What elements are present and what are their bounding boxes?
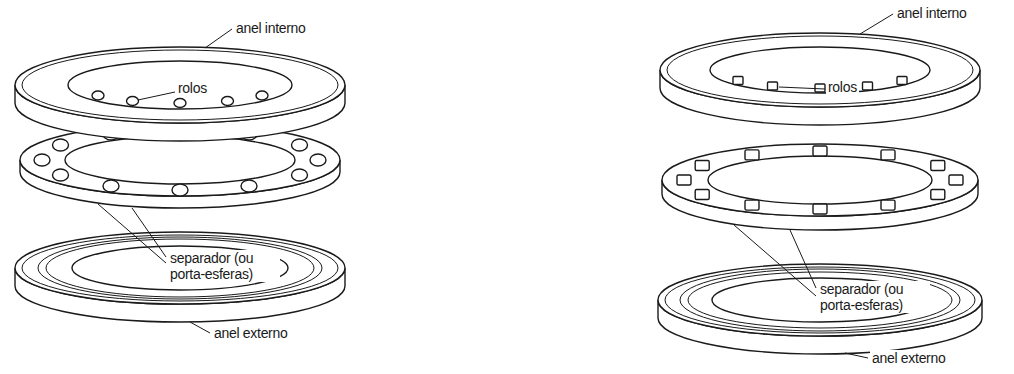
cage-rollers — [881, 200, 895, 210]
outer-ring — [658, 264, 982, 354]
ball-cage — [65, 136, 295, 184]
cage-rollers — [677, 146, 963, 214]
leader-line — [779, 87, 825, 89]
outer-ring — [658, 264, 982, 336]
visible-balls — [222, 97, 234, 106]
part-label: rolos — [826, 79, 859, 95]
outer-ring — [688, 272, 952, 328]
inner-ring — [15, 47, 345, 123]
leader-line — [98, 204, 166, 263]
leader-line — [734, 225, 816, 296]
inner-ring — [68, 61, 292, 109]
outer-ring — [665, 267, 975, 333]
cage-rollers — [813, 146, 827, 156]
leader-line — [845, 353, 868, 358]
outer-ring — [22, 235, 338, 301]
outer-ring — [680, 269, 960, 331]
part-label: rolos — [176, 80, 209, 96]
cage-balls — [53, 139, 69, 151]
visible-rollers — [733, 77, 743, 85]
outer-ring — [72, 246, 288, 290]
part-label: anel interno — [895, 5, 969, 21]
leader-line — [190, 322, 210, 333]
cage-rollers — [695, 190, 709, 200]
leader-line — [205, 29, 232, 48]
visible-balls — [127, 97, 139, 106]
visible-balls — [256, 91, 268, 100]
outer-ring — [38, 237, 322, 299]
cage-rollers — [677, 175, 691, 185]
leader-line — [790, 230, 816, 288]
cage-balls — [292, 169, 308, 181]
cage-rollers — [745, 150, 759, 160]
roller-cage — [662, 144, 978, 230]
inner-ring — [667, 36, 973, 104]
cage-rollers — [881, 150, 895, 160]
part-label: anel externo — [212, 325, 289, 341]
inner-ring — [22, 50, 338, 120]
inner-ring — [660, 33, 980, 107]
outer-ring — [46, 239, 314, 297]
cage-rollers — [931, 190, 945, 200]
cage-rollers — [813, 204, 827, 214]
leader-line — [138, 92, 175, 100]
inner-ring — [710, 47, 930, 93]
inner-ring — [660, 33, 980, 125]
visible-balls — [174, 99, 186, 108]
visible-rollers — [768, 82, 778, 90]
leader-line — [98, 14, 893, 358]
cage-balls — [241, 180, 257, 192]
outer-ring — [15, 232, 345, 322]
cage-balls — [53, 169, 69, 181]
cage-balls — [310, 154, 326, 166]
cage-rollers — [745, 200, 759, 210]
leader-line — [860, 14, 893, 34]
cage-balls — [172, 184, 188, 196]
cage-balls — [34, 154, 50, 166]
part-label: anel externo — [870, 350, 947, 366]
visible-rollers — [863, 82, 873, 90]
visible-rollers — [733, 77, 907, 93]
inner-ring — [15, 47, 345, 141]
part-label: anel interno — [234, 20, 308, 36]
cage-balls — [103, 180, 119, 192]
outer-ring — [15, 232, 345, 304]
roller-cage — [708, 156, 932, 204]
visible-rollers — [897, 77, 907, 85]
part-label: separador (ou porta-esferas) — [168, 250, 280, 282]
cage-rollers — [695, 161, 709, 171]
cage-rollers — [931, 161, 945, 171]
roller-cage — [662, 144, 978, 216]
leader-line — [132, 208, 166, 257]
visible-rollers — [815, 84, 825, 92]
cage-balls — [292, 139, 308, 151]
cage-rollers — [949, 175, 963, 185]
visible-balls — [92, 91, 104, 100]
part-label: separador (ou porta-esferas) — [818, 281, 930, 313]
